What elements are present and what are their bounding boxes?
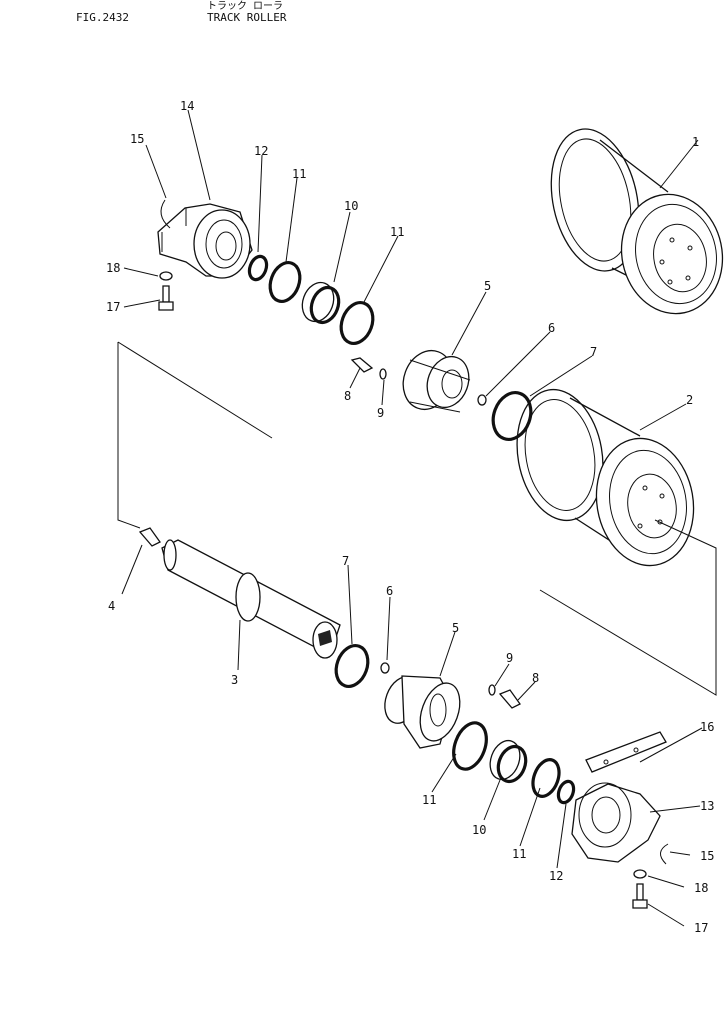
callout-3-label: 3 [231,673,238,687]
pin-6-lower [380,662,390,674]
pin-15-upper [160,199,171,229]
shaft-3 [161,539,341,659]
collar-13 [571,782,661,863]
bolt-8-upper [350,357,374,373]
callout-15-label-upper: 15 [130,132,144,146]
o-ring-11-upper-b [339,301,375,345]
callout-11-label-lower-b: 11 [512,847,526,861]
seal-ring-12-upper [247,254,269,282]
assembly-guide-line-left [117,341,273,529]
bolt-17-upper [158,285,174,311]
callout-12-label-upper: 12 [254,144,268,158]
assembly-guide-line-right [539,519,717,696]
callout-15-label-lower: 15 [700,849,714,863]
bolt-17-lower [632,883,648,909]
callout-1-label: 1 [692,135,699,149]
callout-9-label-upper: 9 [377,406,384,420]
seal-ring-12-lower [556,779,576,805]
callout-10-label-upper: 10 [344,199,358,213]
o-ring-7-upper [491,391,533,441]
callout-17-label-lower: 17 [694,921,708,935]
washer-9-upper [379,368,387,380]
washer-9-lower [488,684,496,696]
callout-7-label-upper: 7 [590,345,597,359]
callout-11-label-upper-a: 11 [292,167,306,181]
callout-8-label-upper: 8 [344,389,351,403]
callout-layer: 1 2 3 4 5 5 6 6 7 7 8 8 9 9 10 10 11 11 … [106,99,714,935]
washer-18-lower [633,869,647,879]
callout-10-label-lower: 10 [472,823,486,837]
plug-4 [138,527,161,547]
callout-7-label-lower: 7 [342,554,349,568]
figure-number: FIG.2432 [76,11,129,24]
o-ring-11-lower-a [452,721,488,771]
callout-14-label: 14 [180,99,194,113]
callout-18-label-upper: 18 [106,261,120,275]
callout-6-label-upper: 6 [548,321,555,335]
callout-12-label-lower: 12 [549,869,563,883]
callout-9-label-lower: 9 [506,651,513,665]
callout-16-label: 16 [700,720,714,734]
collar-14 [157,203,253,279]
callout-8-label-lower: 8 [532,671,539,685]
callout-11-label-lower-a: 11 [422,793,436,807]
callout-13-label: 13 [700,799,714,813]
bushing-5-lower [384,675,461,749]
callout-6-label-lower: 6 [386,584,393,598]
bolt-8-lower [498,689,521,709]
bushing-5-upper [402,349,471,413]
callout-5-label-upper: 5 [484,279,491,293]
floating-seal-10-upper [301,281,341,325]
callout-11-label-upper-b: 11 [390,225,404,239]
figure-title: TRACK ROLLER [207,11,287,24]
callout-18-label-lower: 18 [694,881,708,895]
callout-2-label: 2 [686,393,693,407]
pin-15-lower [660,843,669,865]
track-roller-2 [550,128,724,315]
figure-title-japanese: トラック ローラ [207,1,284,12]
pin-6-upper [477,394,487,406]
callout-4-label: 4 [108,599,115,613]
o-ring-11-lower-b [531,758,561,798]
guard-16 [585,731,667,773]
washer-18-upper [159,271,173,281]
o-ring-7-lower [334,644,370,688]
callout-5-label-lower: 5 [452,621,459,635]
floating-seal-10-lower [489,739,528,784]
o-ring-11-upper-a [268,261,302,303]
callout-17-label-upper: 17 [106,300,120,314]
track-roller-1 [516,388,695,567]
